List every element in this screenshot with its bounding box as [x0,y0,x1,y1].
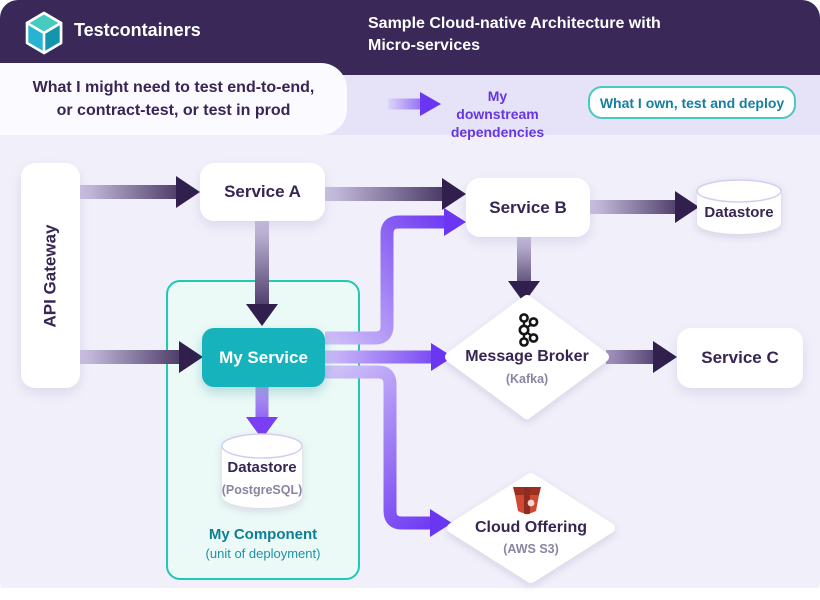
testcontainers-cube-icon [25,11,63,55]
node-my-service: My Service [202,328,325,387]
message-broker-sublabel: (Kafka) [505,372,549,386]
serviceb-datastore-label: Datastore [704,204,774,221]
node-api-gateway: API Gateway [21,163,80,388]
node-service-c: Service C [677,328,803,388]
postgres-datastore-sublabel: (PostgreSQL) [221,483,303,497]
brand-name: Testcontainers [74,20,201,40]
test-scope-callout: What I might need to test end-to-end, or… [0,63,347,135]
cloud-offering-label: Cloud Offering [475,519,587,536]
node-service-a: Service A [200,163,325,221]
api-gateway-label: API Gateway [40,224,60,327]
downstream-legend-label: My downstream dependencies [450,88,545,140]
own-test-deploy-chip: What I own, test and deploy [588,86,796,119]
header-bar: Sample Cloud-native Architecture with Mi… [0,0,820,75]
my-component-sublabel: (unit of deployment) [205,546,321,561]
postgres-datastore-label: Datastore [227,459,297,476]
page-title-line2: Micro-services [368,37,481,54]
callout-line1: What I might need to test end-to-end, [32,79,315,96]
node-service-b: Service B [466,178,590,237]
my-component-label: My Component [208,526,318,543]
bottom-strip [0,588,820,600]
callout-line2: or contract-test, or test in prod [56,102,291,119]
page-title-line1: Sample Cloud-native Architecture with [368,15,661,32]
message-broker-label: Message Broker [465,348,589,365]
page-title: Sample Cloud-native Architecture with Mi… [368,13,661,57]
cloud-offering-sublabel: (AWS S3) [503,542,559,556]
